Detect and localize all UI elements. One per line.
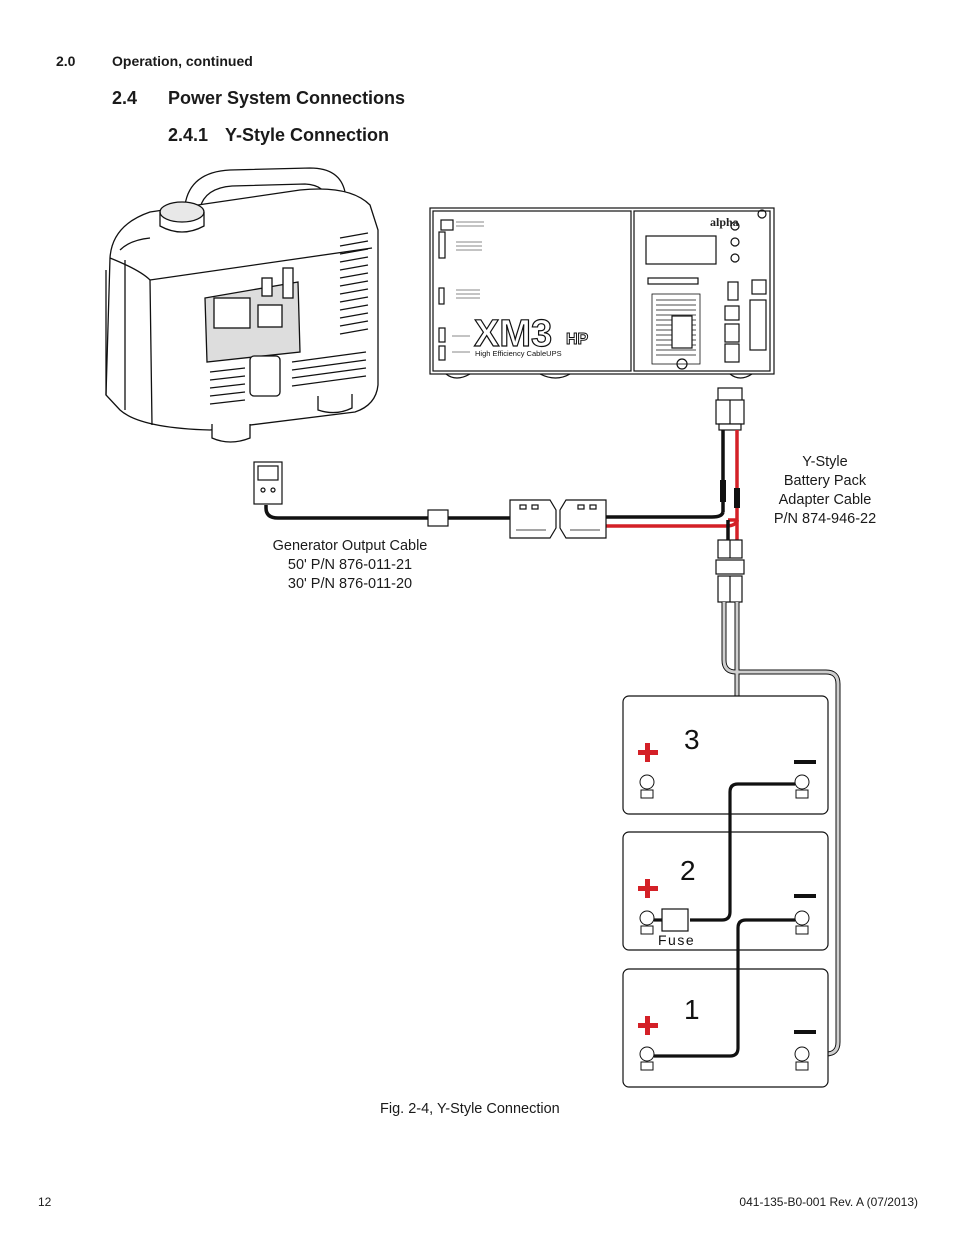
generator-cable-label-line-1: Generator Output Cable	[272, 538, 428, 554]
y-cable-label-line-1: Y-Style	[802, 454, 848, 470]
negative-wire-branch	[606, 511, 725, 519]
doc-revision: 041-135-B0-001 Rev. A (07/2013)	[739, 1195, 918, 1209]
y-cable-inline-part-2	[734, 488, 740, 508]
generator-cable-inline	[427, 509, 449, 527]
anderson-connector	[509, 499, 607, 539]
y-cable-label: Y-Style Battery Pack Adapter Cable P/N 8…	[760, 453, 890, 529]
subsubsection-title: Y-Style Connection	[225, 125, 390, 145]
generator-cable-label-line-2: 50' P/N 876-011-21	[287, 557, 413, 573]
subsection-number: 2.4	[112, 88, 138, 108]
negative-terminal-marks	[794, 760, 816, 1034]
fuse-label: Fuse	[658, 932, 695, 948]
generator-illustration	[105, 167, 379, 443]
ups-tagline: High Efficiency CableUPS	[475, 349, 562, 358]
y-cable-label-line-4: P/N 874-946-22	[773, 511, 877, 527]
ups-brand: XM3	[474, 313, 552, 355]
section-number: 2.0	[56, 53, 76, 69]
generator-cable-label-line-3: 30' P/N 876-011-20	[287, 576, 413, 592]
figure-caption: Fig. 2-4, Y-Style Connection	[380, 1101, 560, 1117]
ups-brand-suffix: HP	[566, 331, 589, 348]
ups-logo: alpha	[710, 215, 739, 229]
generator-cable-plug	[253, 461, 283, 505]
battery-3-number: 3	[684, 724, 700, 755]
section-title: Operation, continued	[112, 53, 253, 69]
subsubsection-number: 2.4.1	[168, 125, 209, 145]
page-number: 12	[38, 1195, 52, 1209]
battery-2-number: 2	[680, 855, 696, 886]
generator-cable-label: Generator Output Cable 50' P/N 876-011-2…	[260, 537, 440, 594]
jumper-3-to-2	[690, 782, 795, 922]
subsection-title: Power System Connections	[168, 88, 406, 108]
y-cable-label-line-2: Battery Pack	[783, 473, 867, 489]
generator-cable-left	[264, 505, 428, 520]
y-cable-upper-connector	[715, 387, 745, 431]
battery-1-number: 1	[684, 994, 700, 1025]
ups-unit-illustration: alpha	[429, 207, 775, 379]
y-cable-inline-part	[720, 480, 726, 502]
positive-terminal-marks	[638, 743, 658, 1035]
jumper-2-to-1	[654, 918, 795, 1058]
positive-wire-branch	[606, 519, 739, 528]
fuse-box	[661, 908, 689, 932]
battery-terminals	[639, 774, 810, 1071]
y-cable-label-line-3: Adapter Cable	[778, 492, 872, 508]
y-cable-lower-connector	[715, 539, 745, 603]
